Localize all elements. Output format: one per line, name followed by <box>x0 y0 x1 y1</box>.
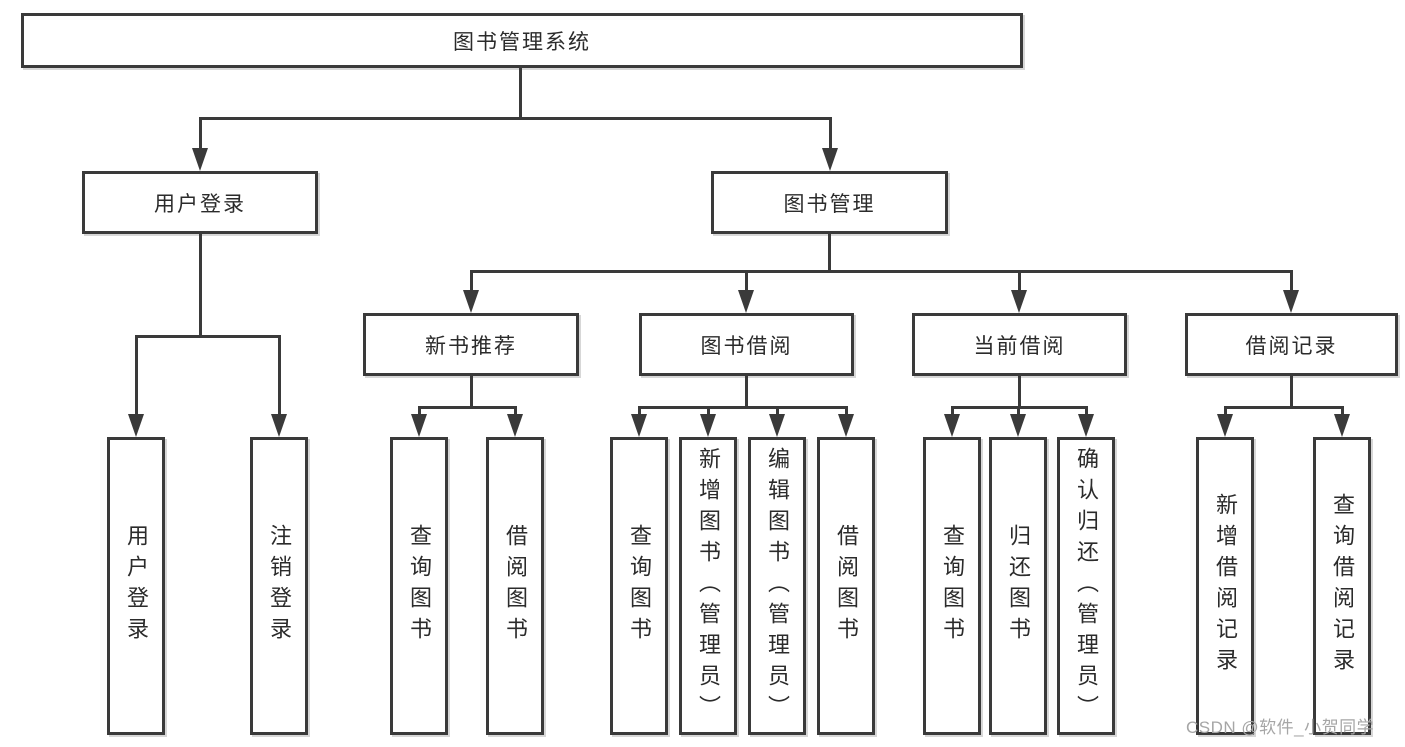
leaf-query-books-borrowing: 查询图书 <box>610 437 668 735</box>
node-book-borrowing: 图书借阅 <box>639 313 854 376</box>
connector-line <box>135 335 138 417</box>
connector-line <box>1290 270 1293 293</box>
connector-line <box>845 406 848 417</box>
connector-line <box>776 406 779 417</box>
connector-line <box>418 406 421 417</box>
node-label: 注销登录 <box>267 524 292 648</box>
connector-line <box>638 406 641 417</box>
node-user-login: 用户登录 <box>82 171 318 234</box>
arrow-down-icon <box>1011 290 1027 313</box>
connector-line <box>1224 406 1227 417</box>
arrow-down-icon <box>631 414 647 437</box>
connector-line <box>1341 406 1344 417</box>
connector-line <box>1290 376 1293 408</box>
node-label: 查询图书 <box>407 524 432 648</box>
arrow-down-icon <box>1334 414 1350 437</box>
leaf-query-borrow-record: 查询借阅记录 <box>1313 437 1371 735</box>
arrow-down-icon <box>838 414 854 437</box>
connector-line <box>745 376 748 408</box>
node-label: 图书管理系统 <box>453 30 591 54</box>
leaf-borrow-books: 借阅图书 <box>817 437 875 735</box>
node-label: 借阅图书 <box>834 524 859 648</box>
arrow-down-icon <box>769 414 785 437</box>
node-label: 用户登录 <box>124 524 149 648</box>
node-label: 图书管理 <box>783 192 876 216</box>
leaf-borrow-books-recommend: 借阅图书 <box>486 437 544 735</box>
connector-line <box>829 117 832 151</box>
connector-line <box>1018 376 1021 408</box>
connector-line <box>1017 406 1020 417</box>
arrow-down-icon <box>944 414 960 437</box>
leaf-confirm-return-admin: 确认归还（管理员） <box>1057 437 1115 735</box>
node-label: 查询图书 <box>940 524 965 648</box>
node-label: 当前借阅 <box>973 334 1066 358</box>
connector-line <box>1224 406 1344 409</box>
connector-line <box>951 406 954 417</box>
leaf-user-login: 用户登录 <box>107 437 165 735</box>
node-label: 归还图书 <box>1006 524 1031 648</box>
connector-line <box>199 117 202 151</box>
leaf-add-borrow-record: 新增借阅记录 <box>1196 437 1254 735</box>
leaf-edit-books-admin: 编辑图书（管理员） <box>748 437 806 735</box>
connector-line <box>1018 270 1021 293</box>
leaf-query-books-current: 查询图书 <box>923 437 981 735</box>
leaf-logout: 注销登录 <box>250 437 308 735</box>
arrow-down-icon <box>463 290 479 313</box>
arrow-down-icon <box>192 148 208 171</box>
node-label: 图书借阅 <box>700 334 793 358</box>
connector-line <box>199 234 202 338</box>
connector-line <box>638 406 848 409</box>
connector-line <box>470 270 473 293</box>
node-book-management: 图书管理 <box>711 171 948 234</box>
connector-line <box>199 117 832 120</box>
arrow-down-icon <box>507 414 523 437</box>
connector-line <box>470 376 473 408</box>
connector-line <box>470 270 1293 273</box>
node-label: 编辑图书（管理员） <box>765 446 790 726</box>
arrow-down-icon <box>271 414 287 437</box>
arrow-down-icon <box>1078 414 1094 437</box>
arrow-down-icon <box>1010 414 1026 437</box>
leaf-query-books-recommend: 查询图书 <box>390 437 448 735</box>
node-label: 查询图书 <box>627 524 652 648</box>
connector-line <box>514 406 517 417</box>
arrow-down-icon <box>411 414 427 437</box>
connector-line <box>707 406 710 417</box>
connector-line <box>828 234 831 273</box>
node-borrowing-records: 借阅记录 <box>1185 313 1398 376</box>
connector-line <box>519 68 522 119</box>
node-label: 借阅记录 <box>1245 334 1338 358</box>
node-label: 新增图书（管理员） <box>696 446 721 726</box>
csdn-watermark: CSDN @软件_小贺同学 <box>1186 718 1375 737</box>
connector-line <box>1085 406 1088 417</box>
node-label: 确认归还（管理员） <box>1074 446 1099 726</box>
leaf-add-books-admin: 新增图书（管理员） <box>679 437 737 735</box>
node-library-management-system: 图书管理系统 <box>21 13 1023 68</box>
arrow-down-icon <box>822 148 838 171</box>
connector-line <box>278 335 281 417</box>
arrow-down-icon <box>1283 290 1299 313</box>
node-current-borrowing: 当前借阅 <box>912 313 1127 376</box>
node-label: 新书推荐 <box>425 334 517 358</box>
node-label: 新增借阅记录 <box>1213 493 1238 679</box>
arrow-down-icon <box>700 414 716 437</box>
leaf-return-books: 归还图书 <box>989 437 1047 735</box>
connector-line <box>745 270 748 293</box>
arrow-down-icon <box>738 290 754 313</box>
node-label: 查询借阅记录 <box>1330 493 1355 679</box>
connector-line <box>135 335 281 338</box>
node-label: 用户登录 <box>154 192 246 216</box>
node-label: 借阅图书 <box>503 524 528 648</box>
node-new-book-recommendation: 新书推荐 <box>363 313 579 376</box>
arrow-down-icon <box>1217 414 1233 437</box>
arrow-down-icon <box>128 414 144 437</box>
connector-line <box>418 406 517 409</box>
